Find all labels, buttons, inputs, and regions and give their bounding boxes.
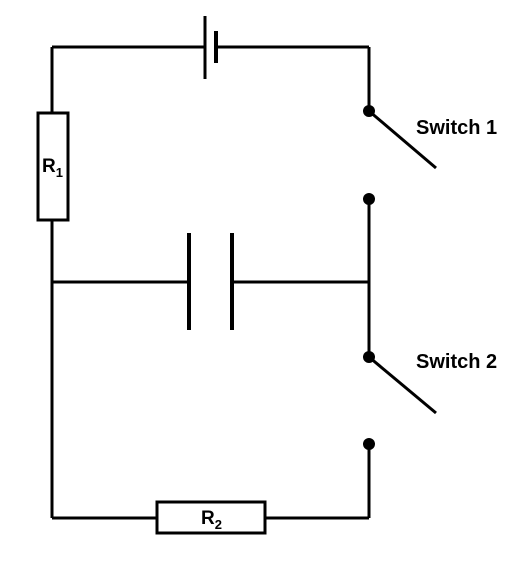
resistor-r2-subscript: 2: [215, 517, 222, 532]
switch-1: Switch 1: [363, 105, 497, 205]
resistor-r1-symbol: R: [42, 156, 56, 177]
resistor-r1-subscript: 1: [56, 165, 63, 180]
resistor-r2-symbol: R: [201, 508, 215, 529]
battery: [52, 16, 369, 79]
resistor-r1-label: R1: [42, 156, 63, 180]
resistor-r2: R2: [155, 500, 267, 535]
capacitor: [52, 233, 369, 330]
switch-2: Switch 2: [363, 351, 497, 450]
switch-1-label: Switch 1: [416, 117, 497, 139]
resistor-r1: R1: [36, 111, 70, 222]
resistor-r2-label: R2: [201, 508, 222, 532]
switch-1-blade: [368, 109, 437, 170]
switch-2-label: Switch 2: [416, 351, 497, 373]
switch-2-blade: [368, 355, 437, 415]
